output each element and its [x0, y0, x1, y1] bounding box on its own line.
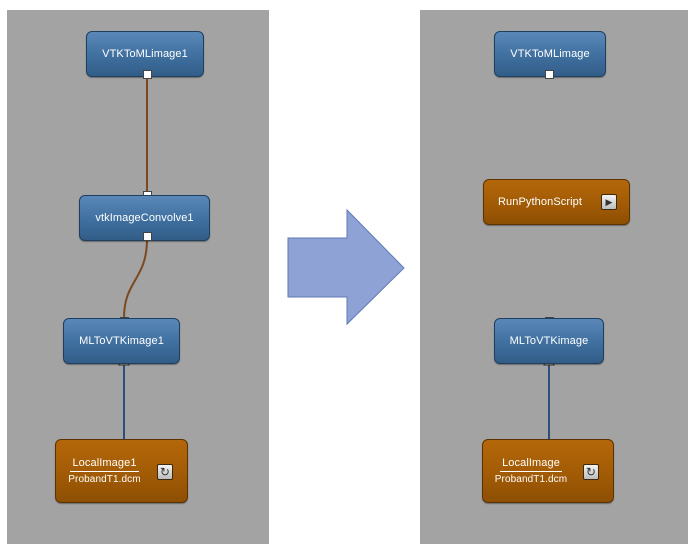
output-connector[interactable] — [545, 70, 554, 79]
module-label: VTKToMLimage1 — [102, 48, 188, 60]
play-icon[interactable]: ▶ — [601, 194, 617, 210]
module-local-image-1[interactable]: LocalImage1 ProbandT1.dcm ↻ — [55, 439, 188, 503]
output-connector[interactable] — [143, 70, 152, 79]
output-connector[interactable] — [143, 232, 152, 241]
module-label: LocalImage1 — [70, 457, 139, 472]
module-label: RunPythonScript — [498, 196, 583, 208]
refresh-icon[interactable]: ↻ — [583, 464, 599, 480]
module-run-python-script[interactable]: RunPythonScript ▶ — [483, 179, 630, 225]
right-arrow-icon — [287, 208, 405, 326]
module-label: vtkImageConvolve1 — [95, 212, 194, 224]
module-label: LocalImage — [500, 457, 562, 472]
refresh-icon[interactable]: ↻ — [157, 464, 173, 480]
module-vtk-to-ml-image[interactable]: VTKToMLimage — [494, 31, 606, 77]
connection-line[interactable] — [123, 238, 148, 319]
module-filename: ProbandT1.dcm — [494, 474, 568, 485]
module-ml-to-vtk-image[interactable]: MLToVTKimage — [494, 318, 604, 364]
module-label: MLToVTKimage — [509, 335, 589, 347]
module-label: VTKToMLimage — [510, 48, 590, 60]
module-ml-to-vtk-image-1[interactable]: MLToVTKimage1 — [63, 318, 180, 364]
module-local-image[interactable]: LocalImage ProbandT1.dcm ↻ — [482, 439, 614, 503]
module-label: MLToVTKimage1 — [79, 335, 164, 347]
module-filename: ProbandT1.dcm — [68, 474, 141, 485]
module-vtk-to-ml-image-1[interactable]: VTKToMLimage1 — [86, 31, 204, 77]
module-vtk-image-convolve-1[interactable]: vtkImageConvolve1 — [79, 195, 210, 241]
